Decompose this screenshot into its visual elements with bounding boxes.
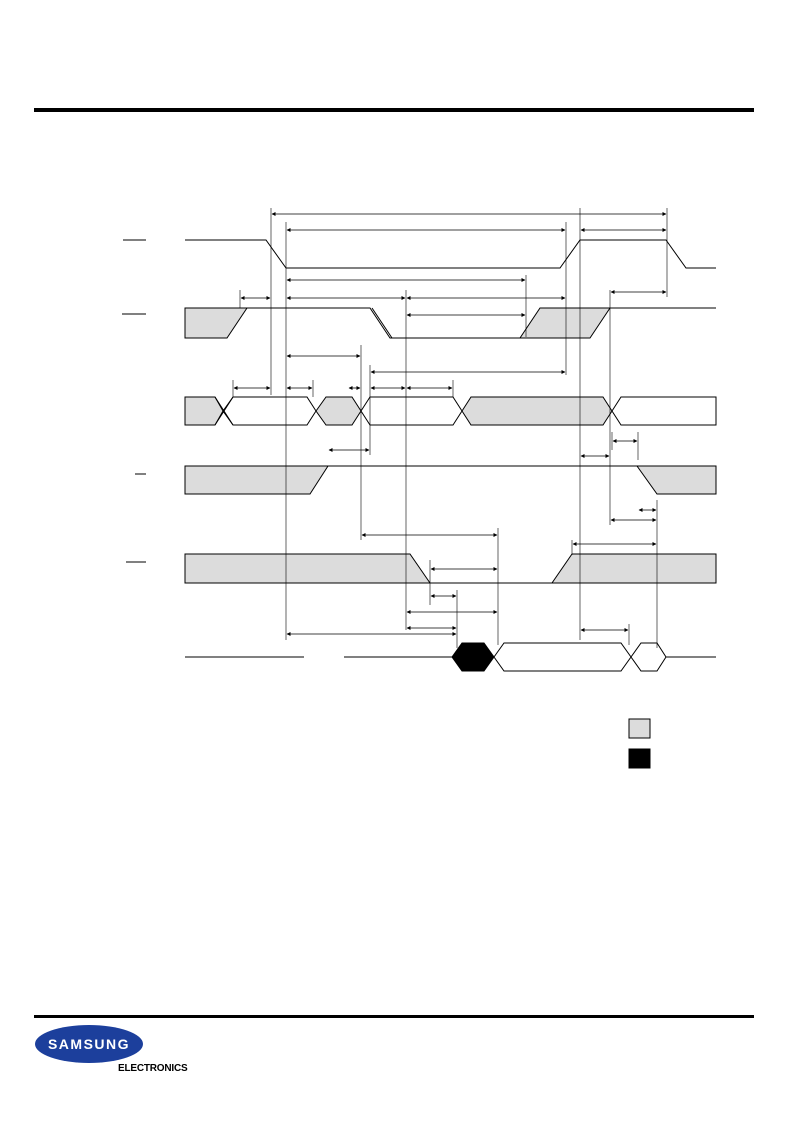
logo-subtitle: ELECTRONICS [118, 1063, 188, 1074]
hatch-region [551, 553, 717, 584]
signal-waveform-6 [185, 642, 716, 672]
hatch-region [519, 307, 611, 339]
hatch-region [184, 553, 431, 584]
signal-waveform-1 [185, 239, 716, 269]
signal-labels [122, 239, 146, 563]
signal-waveform-4 [184, 465, 717, 495]
hatch-region [461, 396, 613, 426]
invalid-data-region [451, 642, 495, 672]
signal-waveform-5 [184, 553, 717, 584]
data-window [630, 642, 667, 672]
samsung-logo: SAMSUNG [34, 1024, 144, 1064]
timing-diagram [122, 208, 717, 769]
data-window [493, 642, 632, 672]
data-window [611, 396, 717, 426]
hatch-region [184, 307, 248, 339]
logo-brand-text: SAMSUNG [47, 1036, 131, 1052]
hatch-region [184, 465, 329, 495]
legend-swatch-light [628, 718, 651, 739]
legend-swatch-dark [628, 748, 651, 769]
timing-arrows [233, 212, 667, 636]
signal-waveform-2 [184, 307, 716, 339]
data-window [222, 396, 317, 426]
hatch-region [636, 465, 717, 495]
reference-lines [232, 208, 668, 648]
data-window [360, 396, 463, 426]
footer-rule [34, 1015, 754, 1018]
hatch-region [315, 396, 362, 426]
legend [628, 718, 651, 769]
signal-waveform-3 [184, 396, 717, 426]
header-rule [34, 108, 754, 112]
